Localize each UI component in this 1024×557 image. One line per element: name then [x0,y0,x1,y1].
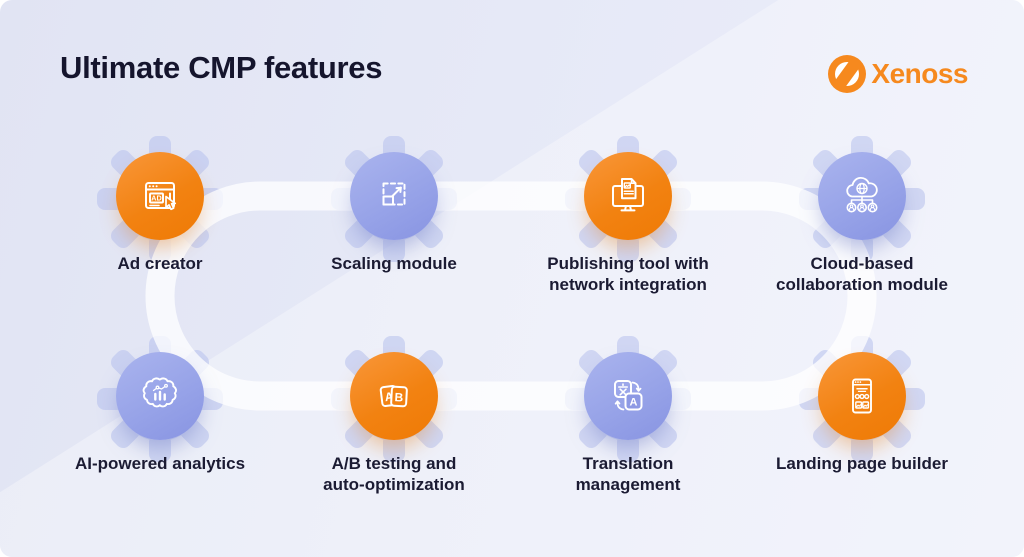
xenoss-logo-icon [828,55,867,93]
feature-circle: A B [350,352,438,440]
feature-circle: A [584,352,672,440]
feature-circle [350,152,438,240]
feature-ad-creator: AD Ad creator [40,131,280,274]
ai-analytics-icon [142,377,177,408]
feature-publishing-tool: Publishing tool with network integration [508,131,748,296]
cloud-collaboration-icon [846,177,878,213]
feature-landing-page-builder: Landing page builder [742,331,982,474]
svg-text:AD: AD [151,194,161,203]
feature-label: Cloud-based collaboration module [776,254,948,295]
feature-translation: A Translation management [508,331,748,496]
page-title: Ultimate CMP features [60,50,383,85]
feature-label: Landing page builder [776,454,948,473]
translation-icon: A [614,380,643,411]
feature-label: AI-powered analytics [74,454,246,473]
scaling-module-icon [382,182,406,206]
logo-text: Xenoss [871,58,968,89]
feature-ai-analytics: AI-powered analytics [40,331,280,474]
publishing-tool-icon [612,178,644,212]
feature-label: Scaling module [331,254,457,273]
feature-label: Translation management [575,454,681,495]
brand-logo: Xenoss [828,55,968,93]
feature-scaling-module: Scaling module [274,131,514,274]
feature-label: Publishing tool with network integration [547,254,709,295]
landing-page-builder-icon [852,378,872,414]
feature-cloud-collaboration: Cloud-based collaboration module [742,131,982,296]
feature-circle [818,352,906,440]
feature-circle: AD [116,152,204,240]
ad-creator-icon: AD [145,182,177,211]
feature-circle [584,152,672,240]
feature-circle [116,352,204,440]
svg-text:B: B [394,390,404,404]
feature-label: Ad creator [117,254,203,273]
svg-text:A: A [630,397,638,409]
feature-label: A/B testing and auto-optimization [323,454,465,495]
feature-ab-testing: A B A/B testing and auto-optimization [274,331,514,496]
feature-circle [818,152,906,240]
ab-testing-icon: A B [379,385,408,408]
